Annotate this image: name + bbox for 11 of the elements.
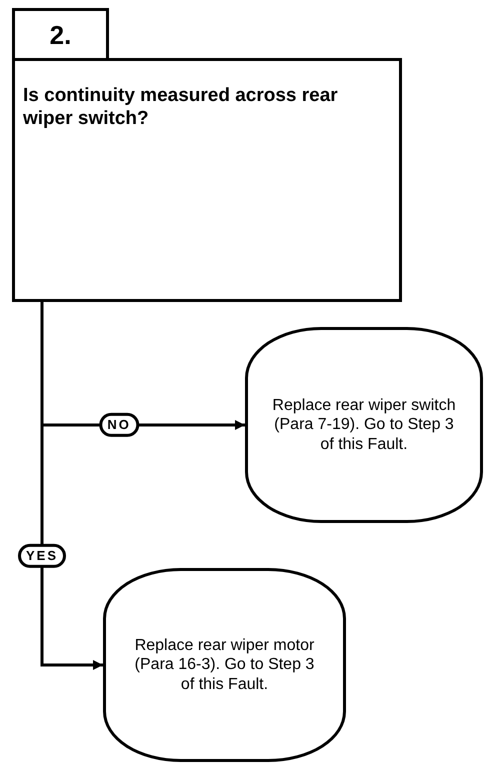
question-box [12, 58, 402, 302]
edge-label: YES [18, 544, 66, 568]
action-text: Replace rear wiper motor (Para 16-3). Go to Step 3 of this Fault. [134, 636, 316, 694]
action-terminator [245, 327, 483, 523]
connector-arrow [40, 302, 103, 670]
action-text: Replace rear wiper switch (Para 7-19). Go to Step 3 of this Fault. [272, 396, 456, 454]
action-terminator [103, 568, 346, 762]
step-number: 2. [50, 19, 72, 52]
step-number-tab [12, 8, 109, 60]
question-text: Is continuity measured across rear wiper switch? [23, 85, 338, 129]
edge-label: NO [99, 412, 139, 438]
